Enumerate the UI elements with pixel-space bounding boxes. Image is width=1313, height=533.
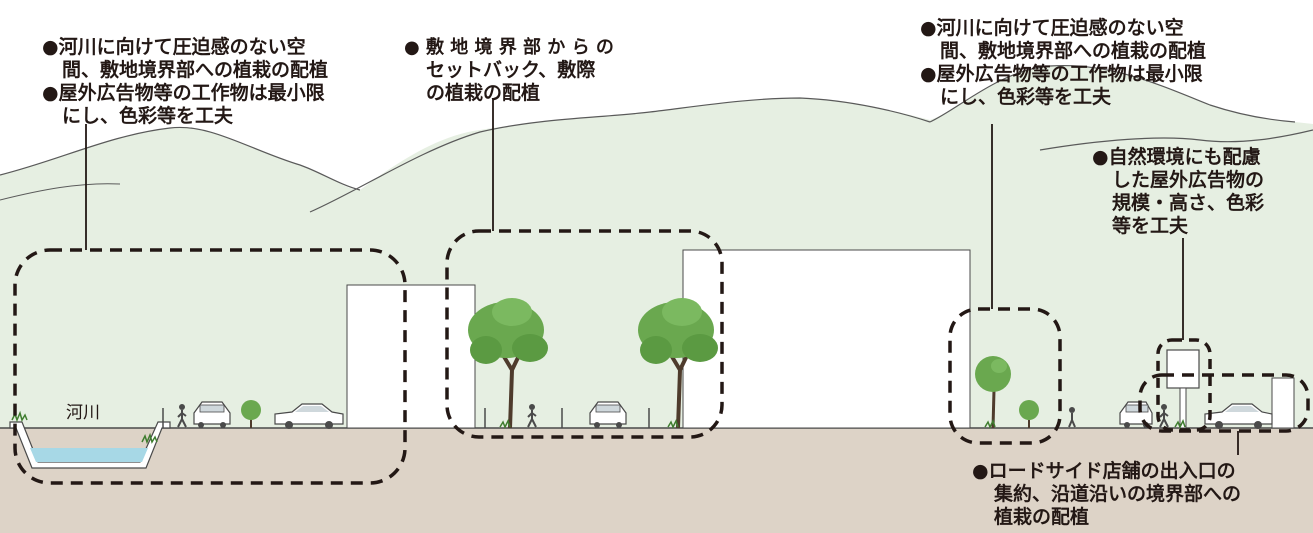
annotation-line: ●屋外広告物等の工作物は最小限: [920, 63, 1203, 85]
highlight-roadside-entrance: [1138, 373, 1310, 433]
highlight-setback-area: [445, 229, 724, 439]
river-label: 河川: [66, 403, 100, 423]
pedestrian-4: [1068, 407, 1076, 428]
annotation-line: ●自然環境にも配慮: [1092, 146, 1261, 168]
annotation-line: ● 敷 地 境 界 部 か ら の: [404, 37, 614, 58]
pedestrian-3: [1159, 404, 1169, 428]
annotation-line: 植栽の配植: [994, 506, 1090, 528]
tree-medium: [975, 356, 1011, 429]
tree-large-2: [638, 298, 718, 429]
shrub-1: [241, 400, 261, 428]
car-4: [1119, 401, 1153, 428]
pedestrian-2: [527, 404, 537, 428]
annotation-line: ●河川に向けて圧迫感のない空: [920, 17, 1184, 39]
annotation-signage: ●自然環境にも配慮 した屋外広告物の 規模・高さ、色彩 等を工夫: [1092, 146, 1264, 238]
ground-grass-tufts: [499, 419, 1186, 429]
signboard-panel: [1166, 349, 1200, 389]
shrub-2: [1019, 400, 1039, 428]
car-1: [193, 401, 231, 428]
mountain-range: [0, 65, 1313, 430]
bollards: [162, 408, 650, 428]
pedestrian-1: [177, 404, 187, 428]
highlight-river-area: [13, 248, 407, 485]
annotation-line: の植栽の配植: [426, 82, 541, 104]
mountain-ridge-far-right: [1039, 129, 1313, 151]
signboard-pole: [1179, 387, 1187, 429]
mountain-ridge-left-lower: [0, 183, 121, 201]
mountain-ridge-middle: [309, 97, 931, 213]
car-2: [274, 403, 344, 429]
annotation-line: 規模・高さ、色彩: [1112, 192, 1265, 214]
leader-lines: [85, 98, 1239, 455]
annotation-line: 間、敷地境界部への植栽の配植: [62, 59, 329, 81]
annotation-setback: ● 敷 地 境 界 部 か ら の セットバック、敷際 の植栽の配植: [404, 36, 614, 105]
car-5: [1204, 403, 1273, 429]
annotation-river-side: ●河川に向けて圧迫感のない空 間、敷地境界部への植栽の配植 ●屋外広告物等の工作…: [42, 36, 328, 128]
annotation-line: ●屋外広告物等の工作物は最小限: [42, 82, 325, 104]
mountain-ridge-right: [929, 64, 1296, 123]
river-water: [30, 448, 148, 462]
car-3: [589, 401, 627, 428]
building-far-right: [1271, 377, 1295, 429]
river-bank-grass-right: [141, 432, 158, 445]
annotation-line: にし、色彩等を工夫: [62, 105, 234, 127]
building-center: [682, 249, 971, 429]
annotation-line: ●河川に向けて圧迫感のない空: [42, 36, 306, 58]
annotation-line: 集約、沿道沿いの境界部への: [994, 483, 1242, 505]
mountain-ridge-left: [0, 126, 361, 191]
annotation-roadside: ●ロードサイド店舗の出入口の 集約、沿道沿いの境界部への 植栽の配植: [972, 460, 1241, 529]
annotation-line: 間、敷地境界部への植栽の配植: [940, 40, 1207, 62]
building-left: [346, 284, 476, 429]
annotation-line: セットバック、敷際: [426, 59, 596, 81]
tree-large-1: [468, 298, 548, 429]
annotation-line: した屋外広告物の: [1112, 169, 1265, 191]
annotation-right-side: ●河川に向けて圧迫感のない空 間、敷地境界部への植栽の配植 ●屋外広告物等の工作…: [920, 17, 1206, 109]
ground: [0, 428, 1313, 533]
annotation-line: にし、色彩等を工夫: [940, 86, 1112, 108]
highlight-right-planting: [948, 307, 1062, 445]
annotation-line: 等を工夫: [1112, 215, 1189, 237]
annotation-line: ●ロードサイド店舗の出入口の: [972, 460, 1236, 482]
